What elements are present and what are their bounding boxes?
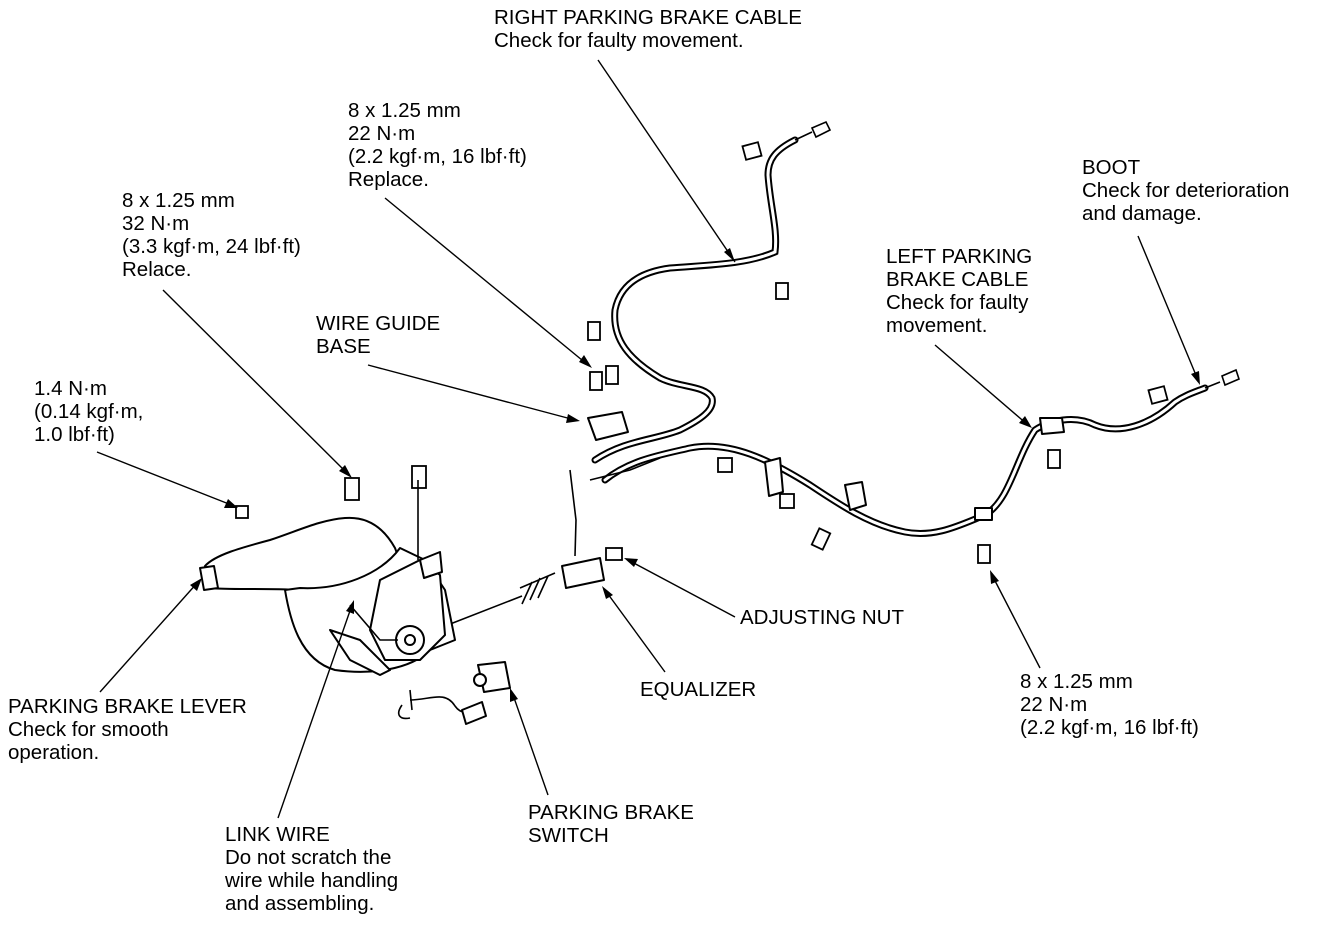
label-line: ADJUSTING NUT bbox=[740, 606, 904, 629]
torque-spec-relace-label: 8 x 1.25 mm 32 N·m (3.3 kgf·m, 24 lbf·ft… bbox=[122, 189, 301, 281]
label-line: BRAKE CABLE bbox=[886, 268, 1029, 291]
label-line: LINK WIRE bbox=[225, 823, 330, 846]
parking-brake-switch-drawing bbox=[398, 661, 511, 725]
label-line: Check for faulty bbox=[886, 291, 1029, 314]
label-line: (2.2 kgf·m, 16 lbf·ft) bbox=[348, 145, 527, 168]
wire-guide-base-label: WIRE GUIDE BASE bbox=[316, 312, 440, 358]
label-line: BASE bbox=[316, 335, 371, 358]
link-wire-label: LINK WIRE Do not scratch the wire while … bbox=[225, 823, 398, 915]
left-parking-brake-cable-drawing bbox=[601, 368, 1240, 564]
parking-brake-lever-drawing bbox=[199, 465, 456, 676]
label-line: Check for faulty movement. bbox=[494, 29, 744, 52]
adjusting-nut-label: ADJUSTING NUT bbox=[740, 606, 904, 629]
torque-spec-replace-label: 8 x 1.25 mm 22 N·m (2.2 kgf·m, 16 lbf·ft… bbox=[348, 99, 527, 191]
boot-label: BOOT Check for deterioration and damage. bbox=[1082, 156, 1289, 225]
leader-lines bbox=[96, 59, 1200, 819]
label-line: WIRE GUIDE bbox=[316, 312, 441, 335]
label-line: SWITCH bbox=[528, 824, 609, 847]
label-line: RIGHT PARKING BRAKE CABLE bbox=[494, 6, 802, 29]
label-line: LEFT PARKING bbox=[886, 245, 1033, 268]
label-line: Relace. bbox=[122, 258, 192, 281]
label-line: BOOT bbox=[1082, 156, 1141, 179]
wire-guide-base-drawing bbox=[569, 365, 661, 557]
label-line: wire while handling bbox=[225, 869, 399, 892]
label-line: movement. bbox=[886, 314, 988, 337]
label-line: 32 N·m bbox=[122, 212, 190, 235]
label-line: and assembling. bbox=[225, 892, 375, 915]
label-line: 1.4 N·m bbox=[34, 377, 107, 400]
label-line: 8 x 1.25 mm bbox=[1020, 670, 1133, 693]
parking-brake-switch-label: PARKING BRAKE SWITCH bbox=[528, 801, 694, 847]
label-line: 1.0 lbf·ft) bbox=[34, 423, 115, 446]
label-line: 8 x 1.25 mm bbox=[122, 189, 235, 212]
label-line: (0.14 kgf·m, bbox=[34, 400, 144, 423]
equalizer-label: EQUALIZER bbox=[640, 678, 756, 701]
label-line: EQUALIZER bbox=[640, 678, 757, 701]
torque-spec-small-label: 1.4 N·m (0.14 kgf·m, 1.0 lbf·ft) bbox=[34, 377, 143, 446]
parking-brake-lever-label: PARKING BRAKE LEVER Check for smooth ope… bbox=[8, 695, 247, 764]
label-line: (3.3 kgf·m, 24 lbf·ft) bbox=[122, 235, 301, 258]
right-parking-brake-cable-drawing bbox=[587, 120, 832, 464]
label-line: 8 x 1.25 mm bbox=[348, 99, 461, 122]
label-line: Check for smooth bbox=[8, 718, 169, 741]
label-line: Do not scratch the bbox=[225, 846, 392, 869]
label-line: PARKING BRAKE bbox=[528, 801, 694, 824]
label-line: operation. bbox=[8, 741, 100, 764]
right-parking-brake-cable-label: RIGHT PARKING BRAKE CABLE Check for faul… bbox=[494, 6, 802, 52]
label-line: 22 N·m bbox=[1020, 693, 1088, 716]
label-line: 22 N·m bbox=[348, 122, 416, 145]
label-line: and damage. bbox=[1082, 202, 1202, 225]
label-line: PARKING BRAKE LEVER bbox=[8, 695, 247, 718]
label-line: Check for deterioration bbox=[1082, 179, 1290, 202]
left-parking-brake-cable-label: LEFT PARKING BRAKE CABLE Check for fault… bbox=[886, 245, 1032, 337]
label-line: (2.2 kgf·m, 16 lbf·ft) bbox=[1020, 716, 1199, 739]
label-line: Replace. bbox=[348, 168, 429, 191]
torque-spec-right-label: 8 x 1.25 mm 22 N·m (2.2 kgf·m, 16 lbf·ft… bbox=[1020, 670, 1199, 739]
